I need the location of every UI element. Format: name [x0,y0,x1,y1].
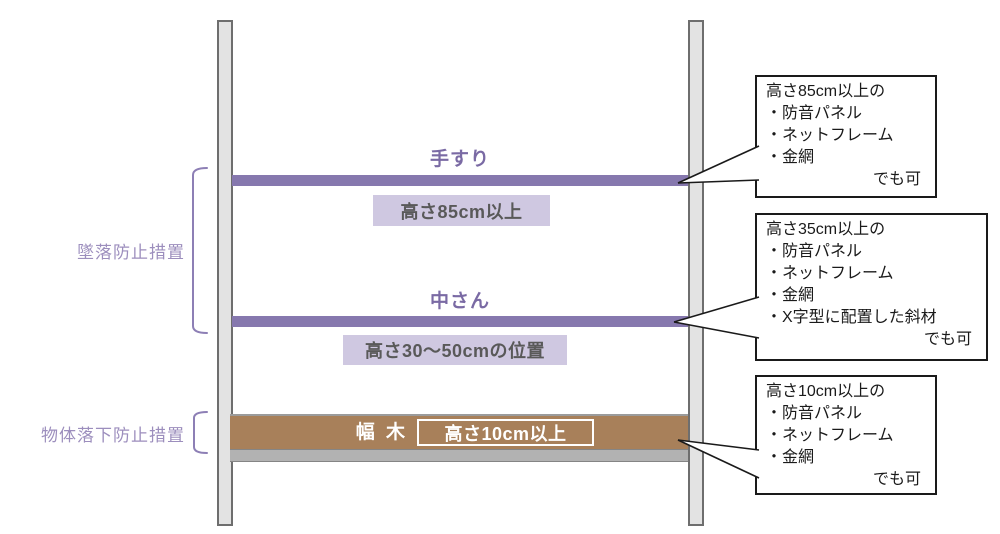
callout-item: ・金網 [766,287,815,304]
handrail-bar [232,175,688,186]
callout-footer: でも可 [923,331,972,348]
callout-item: ・ネットフレーム [766,265,894,282]
midrail-spec-chip: 高さ30〜50cmの位置 [343,335,567,365]
scaffold-post-left [217,20,233,526]
midrail-label: 中さん [429,291,490,312]
callout-title: 高さ85cm以上の [766,83,886,100]
callout-item: ・ネットフレーム [766,127,894,144]
callout-item: ・防音パネル [766,105,863,122]
scaffold-post-right [688,20,704,526]
callout-item: ・X字型に配置した斜材 [766,309,937,326]
callout-footer: でも可 [872,471,921,488]
callout-item: ・金網 [766,449,815,466]
callout-title: 高さ10cm以上の [766,383,886,400]
toeboard-bar: 幅 木 高さ10cm以上 [230,414,688,449]
callout-footer: でも可 [872,171,921,188]
object-fall-prevention-bracket [193,411,208,454]
platform-board [230,449,688,462]
callout-item: ・ネットフレーム [766,427,894,444]
handrail-spec-chip: 高さ85cm以上 [373,195,550,226]
object-fall-prevention-label: 物体落下防止措置 [41,426,185,445]
callout-midrail: 高さ35cm以上の ・防音パネル ・ネットフレーム ・金網 ・X字型に配置した斜… [755,213,988,361]
fall-prevention-bracket [192,167,208,334]
midrail-bar [232,316,688,327]
callout-toeboard: 高さ10cm以上の ・防音パネル ・ネットフレーム ・金網 でも可 [755,375,937,495]
callout-handrail: 高さ85cm以上の ・防音パネル ・ネットフレーム ・金網 でも可 [755,75,937,198]
callout-item: ・防音パネル [766,243,863,260]
callout-item: ・防音パネル [766,405,863,422]
handrail-label: 手すり [429,149,490,170]
fall-prevention-label: 墜落防止措置 [77,243,185,262]
callout-title: 高さ35cm以上の [766,221,886,238]
toeboard-spec-box: 高さ10cm以上 [417,419,594,446]
callout-item: ・金網 [766,149,815,166]
toeboard-label: 幅 木 [355,422,408,443]
